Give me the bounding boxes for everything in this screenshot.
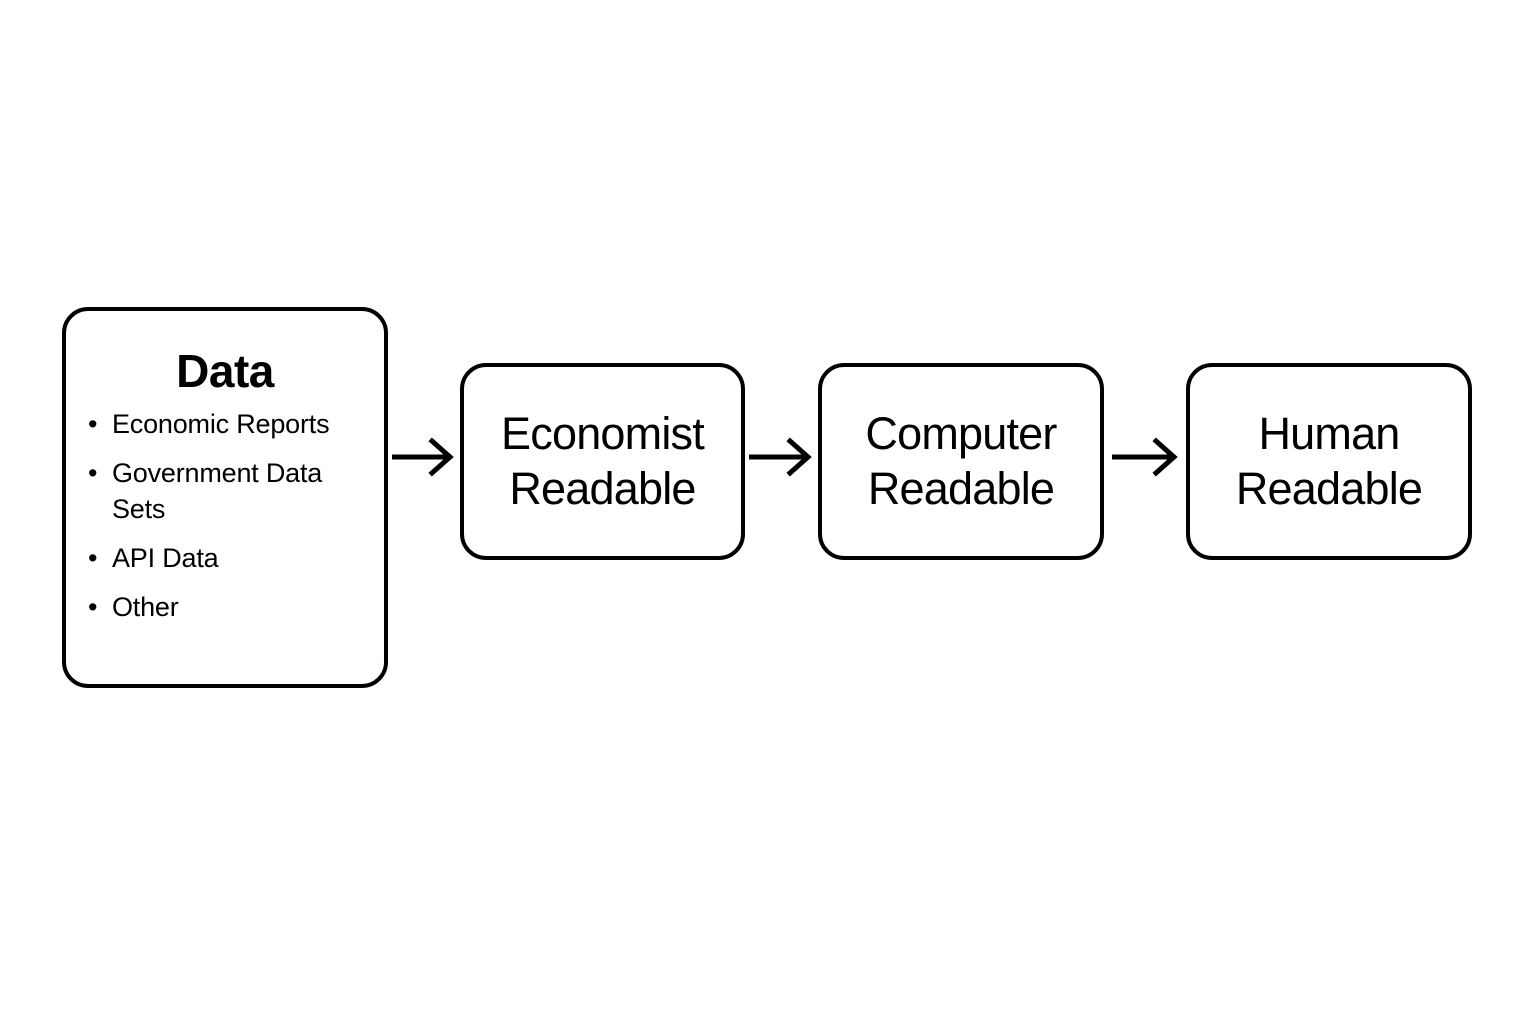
- list-item-label: API Data: [112, 543, 219, 574]
- list-item: • Other: [88, 590, 378, 626]
- node-economist-readable[interactable]: Economist Readable: [460, 363, 745, 560]
- node-human-readable[interactable]: Human Readable: [1186, 363, 1472, 560]
- bullet-icon: •: [88, 591, 98, 622]
- list-item: • Government Data Sets: [88, 456, 378, 528]
- node-data-heading: Data: [176, 345, 274, 397]
- list-item-label: Economic Reports: [112, 409, 330, 440]
- list-item: • Economic Reports: [88, 407, 378, 443]
- node-computer-readable-label: Computer Readable: [865, 407, 1057, 514]
- node-computer-readable[interactable]: Computer Readable: [818, 363, 1104, 560]
- list-item: • API Data: [88, 541, 378, 577]
- list-item-label: Government Data Sets: [112, 458, 323, 525]
- arrow-right-icon: [747, 432, 816, 482]
- arrow-right-icon: [1106, 432, 1184, 482]
- node-economist-readable-label: Economist Readable: [501, 407, 705, 514]
- bullet-icon: •: [88, 409, 98, 440]
- bullet-icon: •: [88, 458, 98, 489]
- bullet-icon: •: [88, 543, 98, 574]
- list-item-label: Other: [112, 591, 179, 622]
- node-data-item-list: • Economic Reports • Government Data Set…: [66, 407, 384, 626]
- arrow-right-icon: [390, 432, 458, 482]
- node-human-readable-label: Human Readable: [1235, 407, 1423, 514]
- node-data[interactable]: Data • Economic Reports • Government Dat…: [62, 307, 388, 688]
